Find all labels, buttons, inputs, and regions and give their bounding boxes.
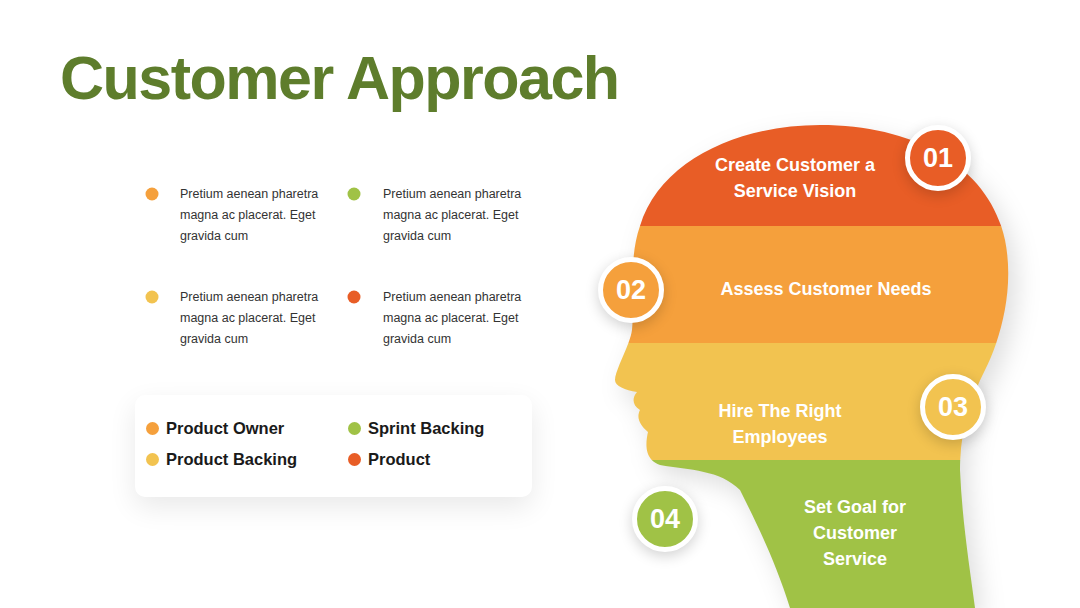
bullet-text: Pretium aenean pharetra magna ac placera… (383, 287, 538, 350)
legend-swatch (348, 453, 361, 466)
legend-label: Product Backing (166, 450, 297, 469)
bullet-dot (348, 291, 361, 304)
bullet-text: Pretium aenean pharetra magna ac placera… (180, 184, 335, 247)
band-label: Create Customer a Service Vision (700, 152, 890, 204)
bullet-text: Pretium aenean pharetra magna ac placera… (180, 287, 335, 350)
legend-item: Product Backing (146, 450, 297, 469)
bullet-text: Pretium aenean pharetra magna ac placera… (383, 184, 538, 247)
band-fill (615, 343, 1008, 460)
legend-panel (135, 395, 532, 497)
band-label: Set Goal for Customer Service (790, 494, 920, 572)
title: Customer Approach (60, 42, 619, 114)
callout-number: 02 (598, 257, 664, 323)
band-label: Assess Customer Needs (696, 276, 956, 302)
legend-item: Product Owner (146, 419, 284, 438)
legend-label: Product (368, 450, 430, 469)
band-fill (615, 460, 1008, 608)
band-label: Hire The Right Employees (705, 398, 855, 450)
callout-number: 01 (905, 125, 971, 191)
bullet-dot (146, 291, 159, 304)
legend-swatch (348, 422, 361, 435)
legend-swatch (146, 422, 159, 435)
bullet-dot (146, 188, 159, 201)
legend-item: Product (348, 450, 430, 469)
band-fill (615, 125, 1008, 226)
callout-number: 03 (920, 374, 986, 440)
legend-item: Sprint Backing (348, 419, 484, 438)
bullet-dot (348, 188, 361, 201)
band-fill (615, 226, 1008, 343)
legend-swatch (146, 453, 159, 466)
callout-number: 04 (632, 486, 698, 552)
legend-label: Sprint Backing (368, 419, 484, 438)
legend-label: Product Owner (166, 419, 284, 438)
